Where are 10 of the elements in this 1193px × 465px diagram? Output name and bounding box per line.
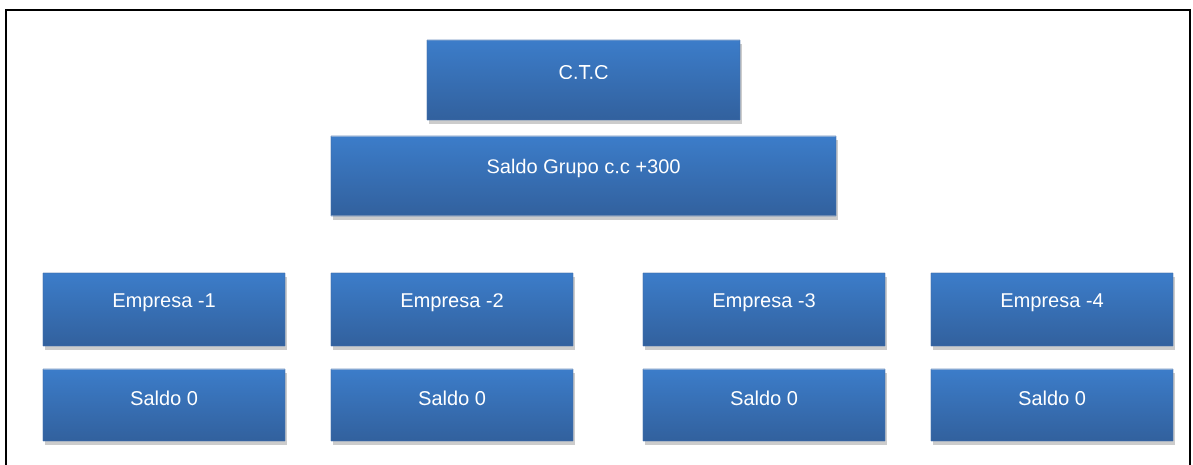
box: Empresa -1: [42, 272, 287, 350]
box: Saldo Grupo c.c +300: [330, 135, 838, 220]
box: Empresa -2: [330, 272, 575, 350]
box: C.T.C: [426, 39, 742, 124]
box: Saldo 0: [642, 368, 887, 445]
box: Empresa -3: [642, 272, 887, 350]
box: Saldo 0: [42, 368, 287, 445]
box: Saldo 0: [930, 368, 1175, 445]
box: Empresa -4: [930, 272, 1175, 350]
box: Saldo 0: [330, 368, 575, 445]
